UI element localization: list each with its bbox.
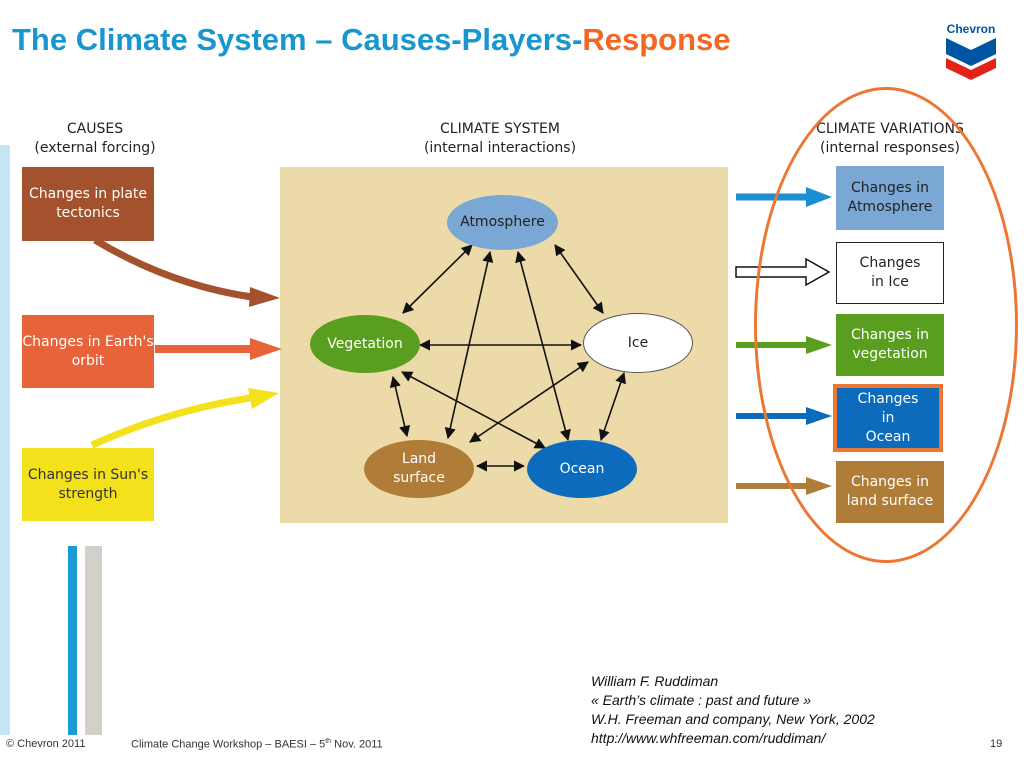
- node-vegetation: Vegetation: [310, 315, 420, 373]
- footer-event: Climate Change Workshop – BAESI – 5th No…: [131, 738, 383, 751]
- footer-copyright: © Chevron 2011: [6, 738, 86, 750]
- slide-title: The Climate System – Causes-Players-Resp…: [12, 22, 731, 58]
- cause-earth-orbit: Changes in Earth's orbit: [22, 315, 154, 388]
- node-atmosphere-label: Atmosphere: [460, 214, 545, 230]
- page-number: 19: [990, 738, 1003, 750]
- node-land-surface: Land surface: [364, 440, 474, 498]
- causes-heading: CAUSES (external forcing): [20, 120, 170, 158]
- cause-sun-strength: Changes in Sun's strength: [22, 448, 154, 521]
- node-ice-label: Ice: [627, 334, 649, 351]
- footer-event-prefix: Climate Change Workshop – BAESI – 5: [131, 738, 326, 751]
- title-main: The Climate System – Causes-Players-: [12, 22, 583, 57]
- causes-subtitle: (external forcing): [34, 140, 156, 156]
- reference-block: William F. Ruddiman « Earth’s climate : …: [591, 672, 875, 748]
- causes-title: CAUSES: [66, 121, 124, 137]
- reference-book: « Earth’s climate : past and future »: [591, 692, 811, 708]
- reference-author: William F. Ruddiman: [591, 673, 719, 689]
- decor-bar-gray: [85, 540, 102, 735]
- cause-plate-tectonics: Changes in plate tectonics: [22, 167, 154, 241]
- cause-sun-strength-label: Changes in Sun's strength: [27, 466, 149, 502]
- chevron-logo: Chevron: [940, 20, 1002, 82]
- footer-event-sup: th: [325, 738, 332, 745]
- reference-publisher: W.H. Freeman and company, New York, 2002: [591, 711, 875, 727]
- reference-url: http://www.whfreeman.com/ruddiman/: [591, 730, 826, 746]
- response-highlight-ellipse: [754, 87, 1018, 563]
- title-highlight: Response: [582, 22, 731, 57]
- system-subtitle: (internal interactions): [423, 140, 577, 156]
- sun-arrow: [90, 394, 251, 449]
- node-ice: Ice: [583, 313, 693, 373]
- cause-plate-tectonics-label: Changes in plate tectonics: [28, 186, 147, 221]
- node-ocean: Ocean: [527, 440, 637, 498]
- footer-event-suffix: Nov. 2011: [331, 738, 383, 751]
- node-atmosphere: Atmosphere: [447, 195, 558, 250]
- node-ocean-label: Ocean: [559, 460, 605, 477]
- decor-bar-blue: [68, 540, 77, 735]
- chevron-emblem-icon: [946, 38, 996, 80]
- system-title: CLIMATE SYSTEM: [440, 121, 560, 137]
- decor-bar-light: [0, 145, 10, 735]
- logo-text: Chevron: [946, 22, 996, 36]
- node-vegetation-label: Vegetation: [327, 335, 403, 352]
- system-heading: CLIMATE SYSTEM (internal interactions): [395, 120, 605, 158]
- cause-earth-orbit-label: Changes in Earth's orbit: [22, 333, 154, 369]
- tectonics-arrow: [93, 236, 253, 301]
- node-land-surface-label: Land surface: [393, 451, 445, 486]
